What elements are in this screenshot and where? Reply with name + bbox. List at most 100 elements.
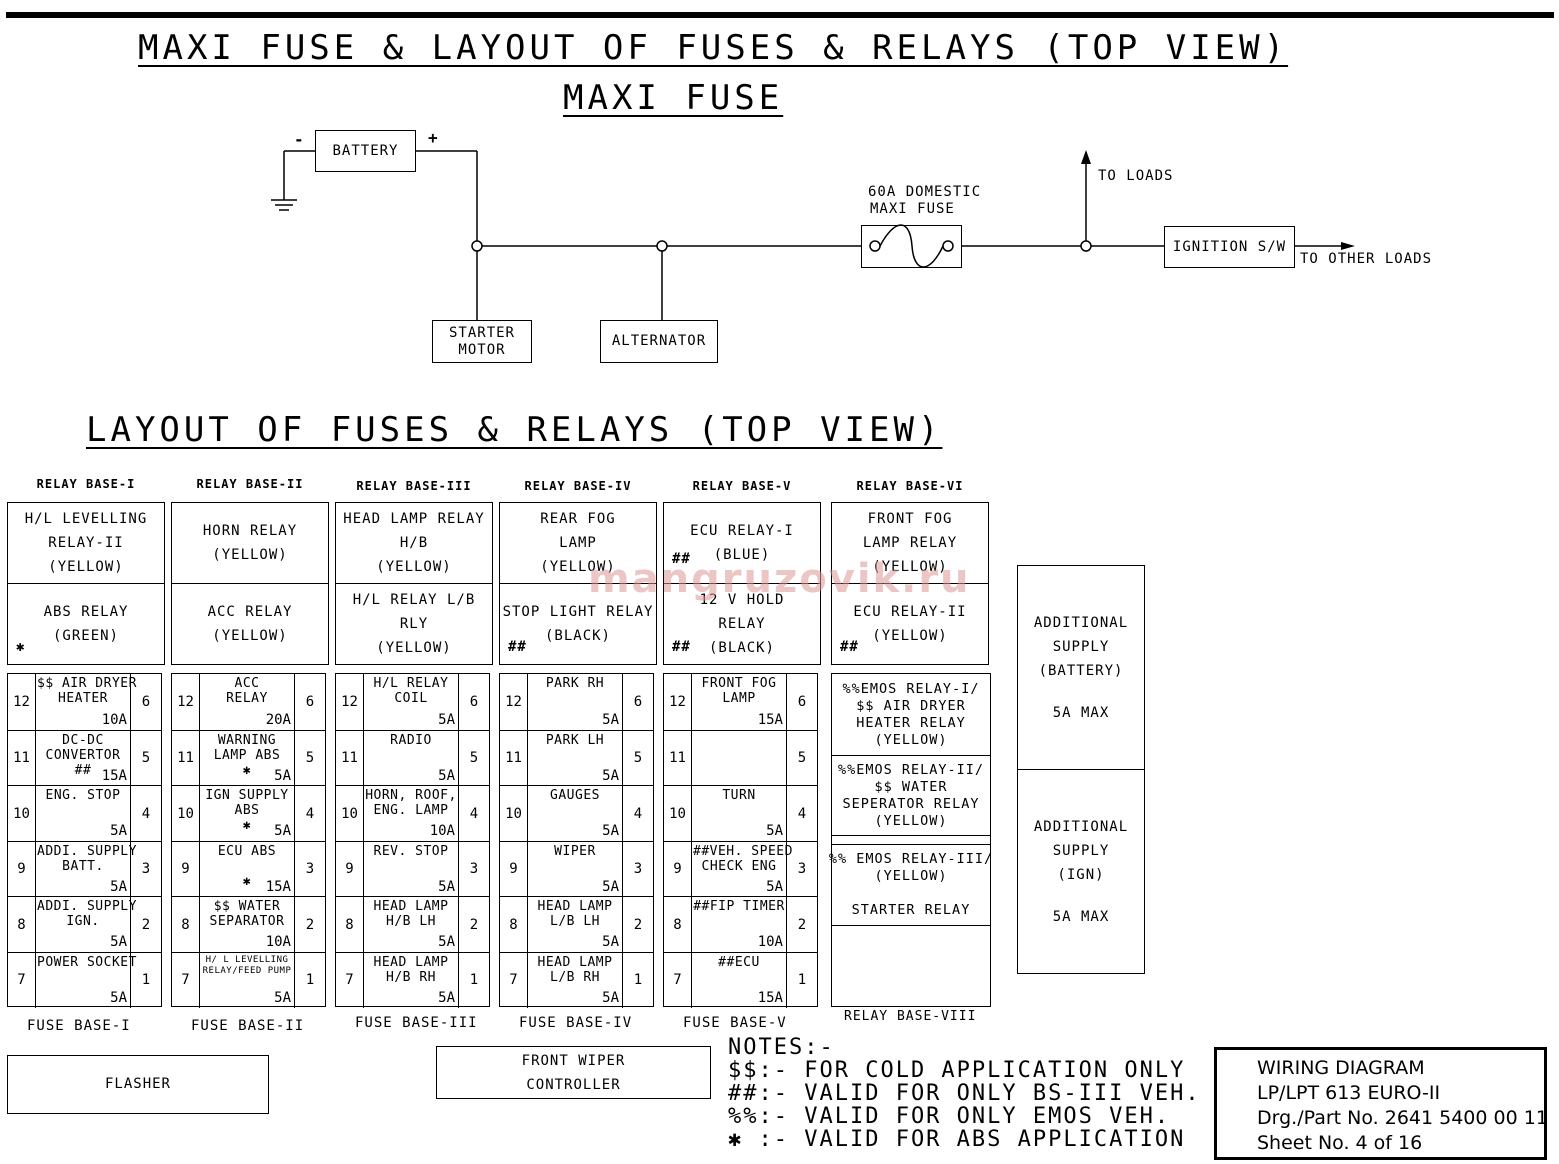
fuse-number-left: 8 xyxy=(336,897,364,952)
fuse-name: ENG. STOP xyxy=(45,788,121,803)
fuse-number-left: 7 xyxy=(8,952,36,1008)
fuse-name: IGN SUPPLY ABS ✱ xyxy=(205,788,289,833)
fuse-number-right: 6 xyxy=(294,674,325,730)
relay-base-viii-label: RELAY BASE-VIII xyxy=(844,1009,977,1024)
fuse-number-left: 10 xyxy=(664,786,692,841)
relay-base-viii: %%EMOS RELAY-I/ $$ AIR DRYER HEATER RELA… xyxy=(829,673,992,1007)
rbviii-cell-4 xyxy=(832,926,990,1006)
fuse-name: $$ AIR DRYER HEATER xyxy=(37,676,137,706)
relay-line: HEAD LAMP RELAY xyxy=(343,511,485,527)
fuse-number-left: 10 xyxy=(336,786,364,841)
relay-base-title-6: RELAY BASE-VI xyxy=(856,479,964,493)
relay-base-title-4: RELAY BASE-IV xyxy=(524,479,632,493)
maxi-fuse-circuit xyxy=(271,150,1355,320)
fuse-rating: 5A xyxy=(438,989,455,1006)
fuse-base-label-4: FUSE BASE-IV xyxy=(519,1015,633,1031)
front-wiper-controller-box: FRONT WIPER CONTROLLER xyxy=(436,1046,711,1099)
fuse-rating: 20A xyxy=(265,712,291,728)
fuse-number-right: 1 xyxy=(622,952,653,1008)
additional-supply-ign: ADDITIONAL SUPPLY (IGN) 5A MAX xyxy=(1018,770,1144,973)
front-wiper-line2: CONTROLLER xyxy=(526,1076,621,1093)
fuse-number-right: 2 xyxy=(622,897,653,952)
fuse-number-left: 12 xyxy=(500,674,528,730)
as1-l5: 5A MAX xyxy=(1052,704,1110,721)
fuse-name: HEAD LAMP H/B LH xyxy=(373,899,449,929)
as2-l3: (IGN) xyxy=(1057,866,1105,883)
relay-base-2-bottom-relay: ACC RELAY(YELLOW) xyxy=(172,584,328,664)
fuse-number-left: 9 xyxy=(500,841,528,897)
fuse-number-left: 12 xyxy=(8,674,36,730)
relay-line: ECU RELAY-I xyxy=(690,523,794,539)
fuse-number-right: 1 xyxy=(786,952,817,1008)
as1-l3: (BATTERY) xyxy=(1038,662,1124,679)
relay-line: ACC RELAY xyxy=(207,604,293,620)
as2-l1: ADDITIONAL xyxy=(1033,818,1129,835)
fuse-number-left: 9 xyxy=(336,841,364,897)
top-border-bar xyxy=(6,12,1554,18)
fuse-name: H/L RELAY COIL xyxy=(373,676,449,706)
fuse-number-right: 2 xyxy=(294,897,325,952)
note-cold: $$:- FOR COLD APPLICATION ONLY xyxy=(728,1058,1186,1083)
relay-base-2: HORN RELAY(YELLOW)ACC RELAY(YELLOW) xyxy=(171,502,329,665)
rbviii-cell-2: %%EMOS RELAY-II/ $$ WATER SEPERATOR RELA… xyxy=(832,756,990,836)
fuse-rating: 5A xyxy=(766,823,783,839)
fuse-number-right: 1 xyxy=(130,952,161,1008)
relay-line: (YELLOW) xyxy=(212,547,288,563)
fuse-number-left: 12 xyxy=(336,674,364,730)
starter-line1: STARTER xyxy=(448,324,515,341)
relay-line: H/L RELAY L/B xyxy=(352,592,476,608)
fuse-name: ##ECU xyxy=(718,954,760,970)
fuse-name: HEAD LAMP H/B RH xyxy=(373,954,449,985)
as2-l5: 5A MAX xyxy=(1052,908,1110,925)
fuse-name: ECU ABS ✱ xyxy=(217,843,277,889)
relay-line: RLY xyxy=(399,616,429,632)
maxi-fuse-box xyxy=(861,225,962,268)
fuse-number-left: 11 xyxy=(172,730,200,786)
fuse-number-left: 8 xyxy=(8,897,36,952)
fuse-number-right: 5 xyxy=(130,730,161,786)
title-block-line2: LP/LPT 613 EURO-II xyxy=(1257,1082,1441,1104)
relay-line: FRONT FOG xyxy=(867,511,953,527)
fuse-number-right: 1 xyxy=(458,952,489,1008)
fuse-number-left: 11 xyxy=(664,730,692,786)
fuse-name: POWER SOCKET xyxy=(37,954,137,970)
fuse-number-right: 4 xyxy=(294,786,325,841)
fuse-rating: 5A xyxy=(274,989,291,1006)
fuse-rating: 5A xyxy=(602,767,619,784)
fuse-number-right: 6 xyxy=(458,674,489,730)
main-title: MAXI FUSE & LAYOUT OF FUSES & RELAYS (TO… xyxy=(138,28,1289,68)
fuse-number-right: 4 xyxy=(786,786,817,841)
fuse-rating: 5A xyxy=(602,878,619,895)
fuse-name: REV. STOP xyxy=(373,843,449,859)
relay-base-1-bottom-relay: ABS RELAY(GREEN) xyxy=(8,584,164,664)
fuse-number-left: 7 xyxy=(172,952,200,1008)
relay-base-title-3: RELAY BASE-III xyxy=(356,479,472,493)
fuse-number-right: 4 xyxy=(130,786,161,841)
fuse-rating: 5A xyxy=(438,712,455,728)
additional-supply-block: ADDITIONAL SUPPLY (BATTERY) 5A MAX ADDIT… xyxy=(1017,565,1145,974)
fuse-rating: 5A xyxy=(602,934,619,950)
rbviii-cell-3: %% EMOS RELAY-III/ (YELLOW) STARTER RELA… xyxy=(829,844,992,926)
notes-title: NOTES:- xyxy=(728,1035,835,1060)
fuse-number-left: 12 xyxy=(664,674,692,730)
fuse-label-line1: 60A DOMESTIC xyxy=(868,184,982,200)
relay-line: LAMP xyxy=(559,535,597,551)
